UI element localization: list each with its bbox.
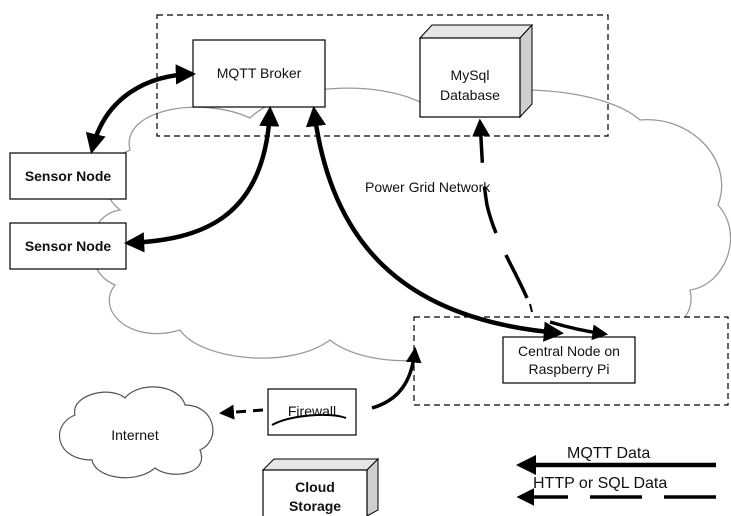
internet-cloud [58,386,214,479]
legend-http-sql-label: HTTP or SQL Data [533,475,667,492]
legend-mqtt-label: MQTT Data [567,445,650,462]
sensor-node-label-1: Sensor Node [25,168,112,184]
cloud-storage-label-line2: Storage [289,498,341,514]
central-node-label-line1: Central Node on [518,343,620,359]
mysql-label-line2: Database [440,87,500,103]
sql-link-tail [529,303,533,313]
firewall-to-central-link [371,346,422,410]
cloud-storage-box [261,457,380,516]
sql-link-central-database [472,118,529,299]
power-grid-label: Power Grid Network [365,179,491,195]
mqtt-link-central-short [549,320,609,341]
central-node-label-line2: Raspberry Pi [529,361,610,377]
cloud-storage-label-line1: Cloud [295,479,335,495]
mqtt-link-sensor1-broker [85,64,197,154]
mysql-database-box [418,23,534,119]
firewall-to-internet-link [219,404,264,420]
central-node-box [502,336,636,384]
mysql-label-line1: MySql [451,67,490,83]
firewall-squiggle [271,413,347,426]
firewall-box [267,388,357,436]
mqtt-broker-label: MQTT Broker [217,65,302,81]
mqtt-link-sensor2-broker [123,105,280,253]
internet-label: Internet [111,427,159,443]
sensor-node-label-2: Sensor Node [25,238,112,254]
mqtt-link-broker-central [305,105,565,342]
